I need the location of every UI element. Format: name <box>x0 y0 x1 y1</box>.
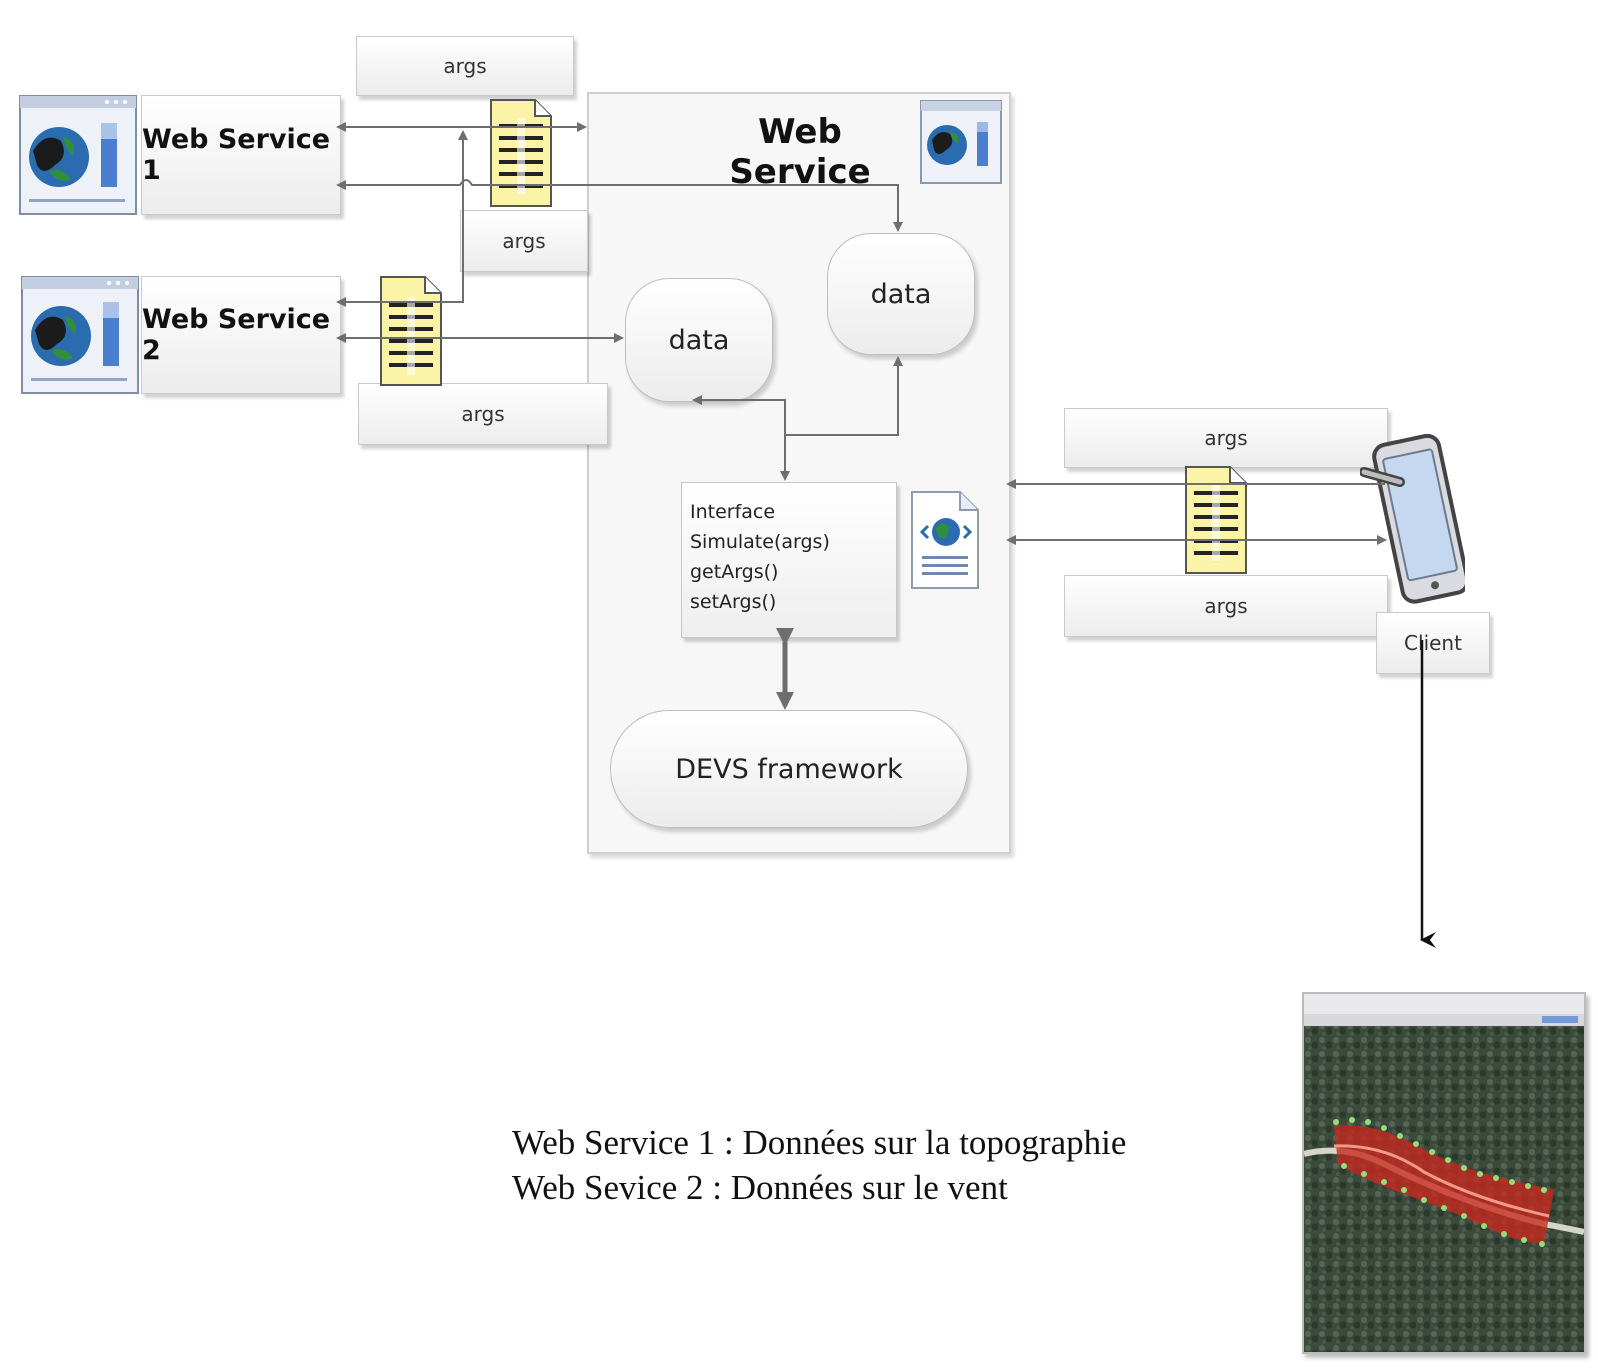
arrow-interface-data-right <box>785 356 903 436</box>
web-document-icon <box>910 490 980 590</box>
interface-method-getargs: getArgs() <box>690 561 779 583</box>
web-service-1-label: Web Service 1 <box>142 124 331 186</box>
tablet-icon <box>1359 430 1470 610</box>
args-label: args <box>461 402 505 426</box>
client-args-bottom: args <box>1064 575 1388 637</box>
web-service-2-label: Web Service 2 <box>142 304 331 366</box>
devs-framework-label: DEVS framework <box>675 753 903 785</box>
interface-title: Interface <box>690 501 776 523</box>
arrow-data-left-interface <box>692 395 790 481</box>
args-label: args <box>1204 594 1248 618</box>
data-node-left: data <box>625 278 773 402</box>
legend: Web Service 1 : Données sur la topograph… <box>512 1120 1232 1210</box>
document-icon-client <box>1184 465 1248 575</box>
interface-box: Interface Simulate(args) getArgs() setAr… <box>681 482 897 638</box>
args-label: args <box>443 54 487 78</box>
devs-framework: DEVS framework <box>610 710 968 828</box>
web-service-1-icon <box>19 95 137 215</box>
data-label: data <box>668 324 730 356</box>
args-label: args <box>1204 426 1248 450</box>
legend-line-1: Web Service 1 : Données sur la topograph… <box>512 1123 1127 1162</box>
web-service-2-box: Web Service 2 <box>141 276 341 394</box>
client-box: Client <box>1376 612 1490 674</box>
web-service-icon <box>920 100 1002 184</box>
web-service-1-args-top: args <box>356 36 574 96</box>
interface-method-setargs: setArgs() <box>690 591 777 613</box>
web-service-1-box: Web Service 1 <box>141 95 341 215</box>
arrow-ws1-response <box>336 179 903 232</box>
data-label: data <box>870 278 932 310</box>
map-screenshot <box>1302 992 1586 1354</box>
arrow-ws2-to-ws1 <box>336 130 468 307</box>
interface-method-simulate: Simulate(args) <box>690 531 830 553</box>
client-args-top: args <box>1064 408 1388 468</box>
legend-line-2: Web Sevice 2 : Données sur le vent <box>512 1168 1008 1207</box>
web-service-2-args: args <box>358 383 608 445</box>
web-service-2-icon <box>21 276 139 394</box>
data-node-right: data <box>827 233 975 355</box>
client-label: Client <box>1404 631 1462 655</box>
args-label: args <box>502 229 546 253</box>
